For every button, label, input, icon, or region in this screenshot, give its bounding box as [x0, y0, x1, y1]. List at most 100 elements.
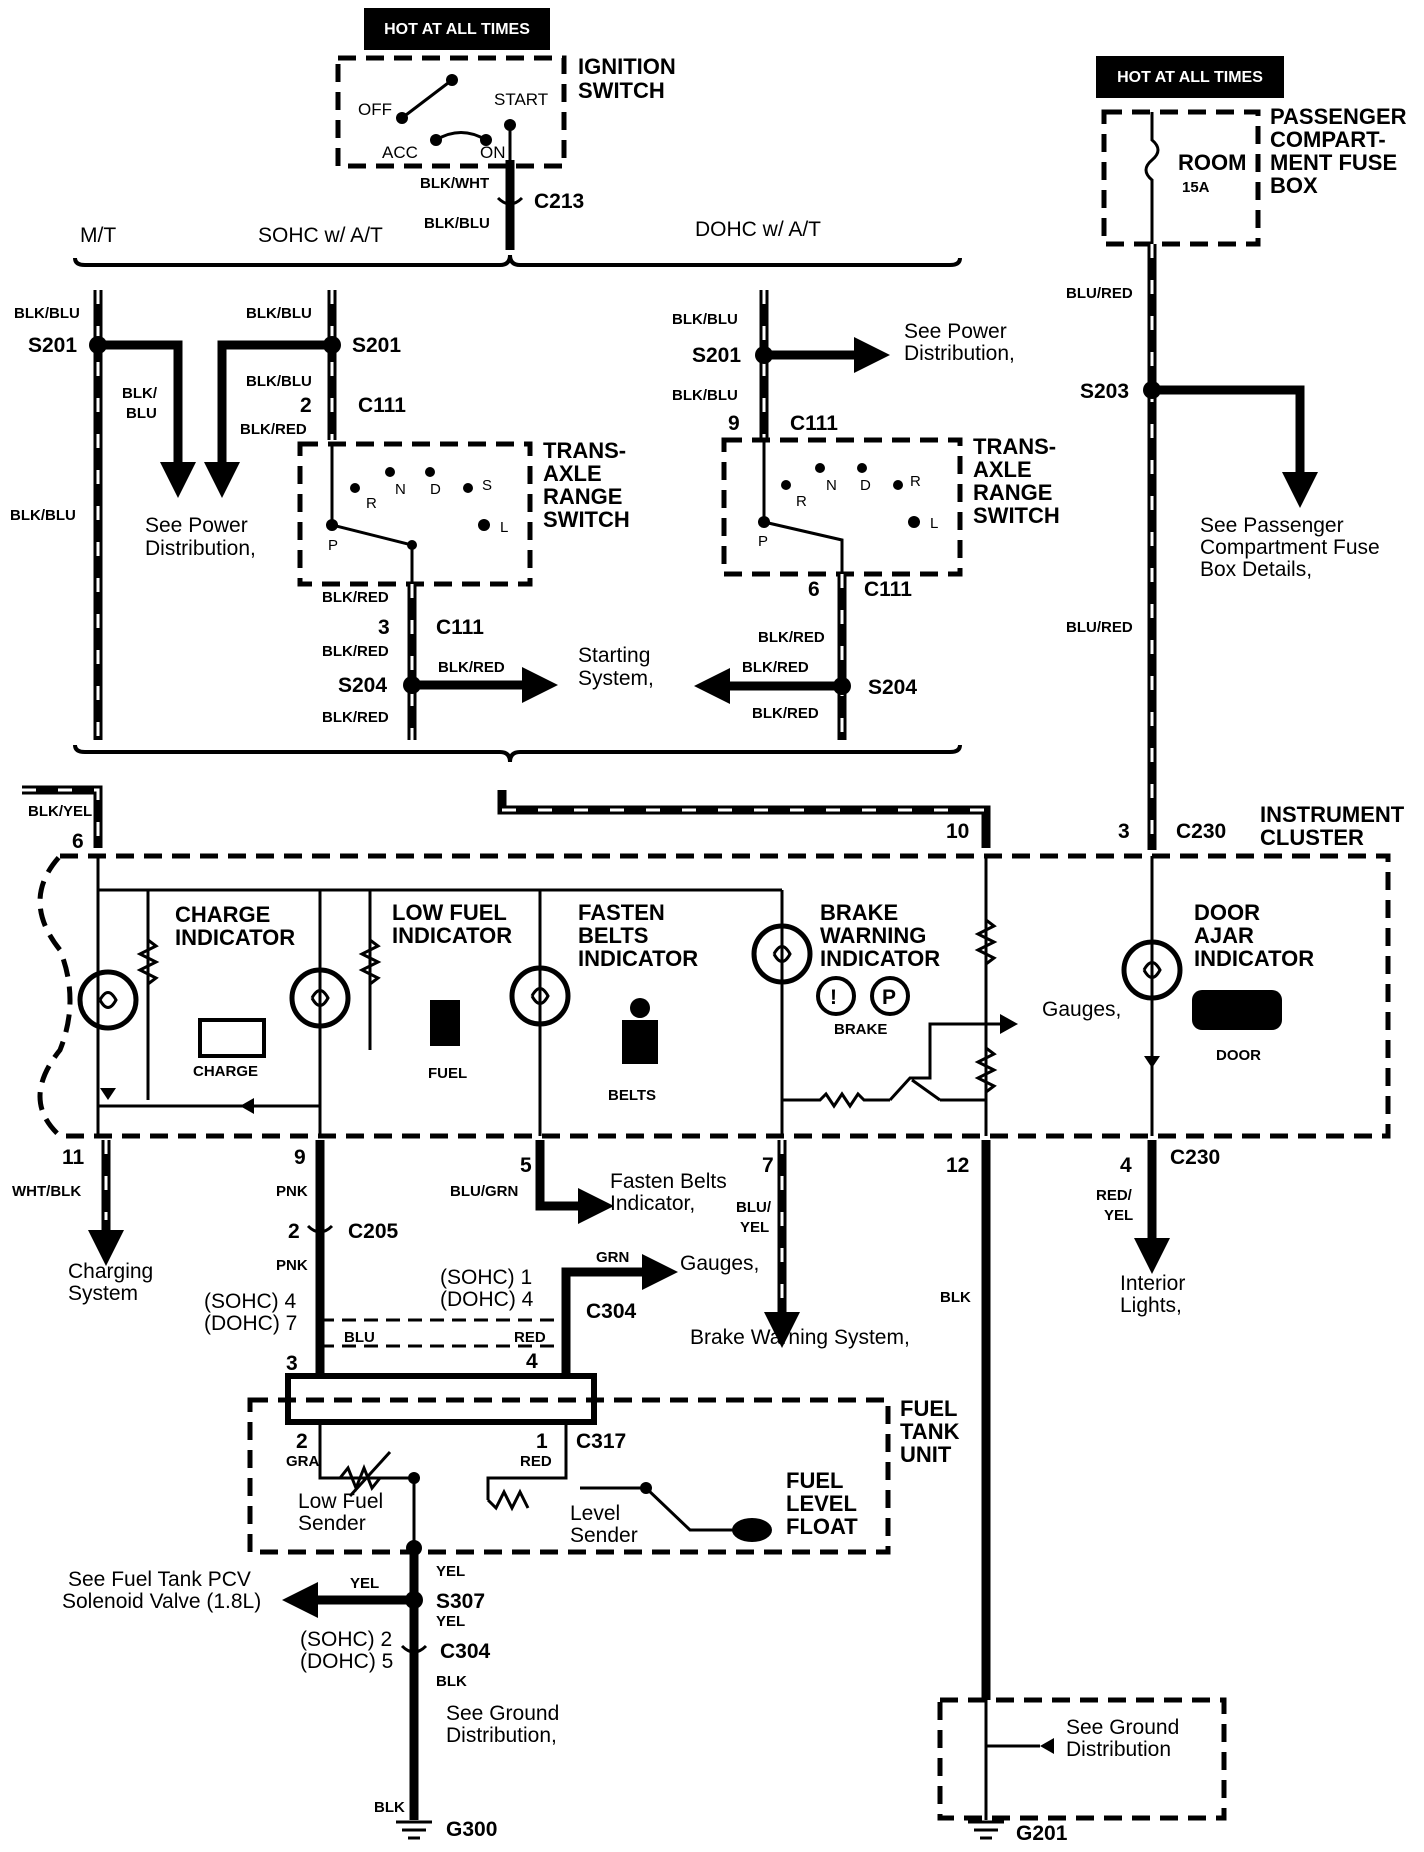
brake-filament — [772, 945, 792, 963]
link-diode — [240, 1098, 254, 1114]
variants-bracket: M/T SOHC w/ A/T DOHC w/ A/T — [73, 218, 962, 267]
sohc-pin-3: 3 — [378, 616, 390, 639]
dohc-splice-s204: S204 — [868, 676, 917, 699]
sohc-branch: BLK/BLU S201 BLK/BLU 2 C111 BLK/RED TRAN… — [204, 290, 654, 740]
float-pivot — [640, 1482, 652, 1494]
dohc-branch: BLK/BLU S201 See Power Distribution, BLK… — [672, 290, 1060, 740]
wire-red-yel-1: RED/ — [1096, 1187, 1133, 1204]
cluster-title-2: CLUSTER — [1260, 825, 1364, 850]
ground-g300: G300 — [446, 1818, 497, 1841]
connector-c213: C213 — [534, 190, 584, 213]
low-fuel-filament — [310, 989, 330, 1007]
sohc-pos-p: P — [328, 537, 338, 554]
instrument-cluster: CHARGE INDICATOR CHARGE LOW FUEL INDICAT… — [37, 853, 1391, 1177]
wire-pnk-1: PNK — [276, 1183, 308, 1200]
ground-see-2: Distribution, — [446, 1724, 557, 1747]
sohc-pos-l: L — [500, 519, 508, 536]
fuel-icon-label: FUEL — [428, 1065, 467, 1082]
brake-sym-2-icon — [870, 976, 910, 1016]
sohc-range-common — [407, 540, 417, 550]
wire-blu-yel-1: BLU/ — [736, 1199, 772, 1216]
wire-blk-cluster: BLK — [940, 1289, 971, 1306]
fuel-float-2: LEVEL — [786, 1491, 857, 1516]
cluster-pin-7: 7 — [762, 1154, 774, 1177]
interior-lights-2: Lights, — [1120, 1294, 1182, 1317]
dohc-c111-bottom: C111 — [864, 578, 912, 601]
fuel-pump-icon — [430, 1000, 460, 1046]
charge-resistor — [136, 938, 160, 986]
brake-bulb — [751, 923, 813, 985]
switch-off-label: OFF — [358, 100, 392, 119]
sohc-wire-s204-bottom: BLK/RED — [322, 709, 389, 726]
dohc-wire-mid: BLK/BLU — [672, 387, 738, 404]
fuel-tank-unit: FUEL TANK UNIT 2 1 C317 GRA RED Low Fuel… — [247, 1373, 960, 1555]
ground-see-1: See Ground — [446, 1702, 559, 1725]
variant-sohc-at: SOHC w/ A/T — [258, 224, 383, 247]
sohc-range-r — [350, 483, 360, 493]
dohc-range-title-3: RANGE — [973, 480, 1052, 505]
sohc-range-s — [463, 483, 473, 493]
transistor-emitter — [911, 1078, 941, 1102]
dohc-wire-top: BLK/BLU — [672, 311, 738, 328]
fuse-box-title-2: COMPART- — [1270, 127, 1386, 152]
low-fuel-sender-wire — [318, 1422, 414, 1480]
pin10-resistor-top — [974, 918, 998, 966]
charging-system-1: Charging — [68, 1260, 153, 1283]
door-indicator-2: AJAR — [1194, 923, 1254, 948]
fuel-float-3: FLOAT — [786, 1514, 858, 1539]
dohc-pos-d: D — [860, 477, 871, 494]
c205-symbol — [306, 1224, 334, 1234]
cluster-c230-top: C230 — [1176, 820, 1226, 843]
charge-indicator-1: CHARGE — [175, 902, 270, 927]
fasten-belts-1: Fasten Belts — [610, 1170, 727, 1193]
dohc-see-power-2: Distribution, — [904, 342, 1015, 365]
dohc-pos-n: N — [826, 477, 837, 494]
cluster-title-1: INSTRUMENT — [1260, 802, 1405, 827]
brake-sym-1: ! — [830, 986, 837, 1009]
pcv-2: Solenoid Valve (1.8L) — [62, 1590, 261, 1613]
starting-system-1: Starting — [578, 644, 650, 667]
low-fuel-sender-1: Low Fuel — [298, 1490, 383, 1513]
sohc-wire-out: BLK/RED — [322, 589, 389, 606]
dohc-pin-6: 6 — [808, 578, 820, 601]
belts-head-icon — [630, 998, 650, 1018]
dohc-pos-p: P — [758, 533, 768, 550]
brake-indicator-2: WARNING — [820, 923, 926, 948]
grn-wire — [561, 1254, 678, 1320]
brake-sym-1-icon — [816, 976, 856, 1016]
dohc-wire-left: BLK/RED — [742, 659, 809, 676]
sohc-splice-s204: S204 — [338, 674, 387, 697]
fuse-wire-blu-red: BLU/RED — [1066, 285, 1133, 302]
ground-splice-s307: S307 — [436, 1590, 485, 1613]
starting-system-2: System, — [578, 667, 654, 690]
sohc-pos-r: R — [366, 495, 377, 512]
sohc-range-title-4: SWITCH — [543, 507, 630, 532]
level-sender-wire — [486, 1422, 568, 1500]
dohc-wire-bottom: BLK/RED — [752, 705, 819, 722]
cluster-pin-6: 6 — [72, 830, 84, 853]
sohc-pin-2: 2 — [300, 394, 312, 417]
dohc-range-title-1: TRANS- — [973, 434, 1056, 459]
dohc-wire-out: BLK/RED — [758, 629, 825, 646]
sohc-wire-s204-right: BLK/RED — [438, 659, 505, 676]
mt-see-power-1: See Power — [145, 514, 248, 537]
low-fuel-bulb — [289, 967, 351, 1029]
fuse-see-3: Box Details, — [1200, 558, 1312, 581]
sohc-pos-s: S — [482, 477, 492, 494]
dohc-range-blade — [762, 440, 844, 574]
fuse-hot-badge — [1096, 56, 1284, 98]
ignition-switch: HOT AT ALL TIMES IGNITION SWITCH OFF STA… — [335, 8, 676, 250]
ground-connector-c304: C304 — [440, 1640, 491, 1663]
wire-blk-2: BLK — [374, 1799, 405, 1816]
belts-bulb — [509, 965, 571, 1027]
brake-indicator-1: BRAKE — [820, 900, 898, 925]
fuel-tank-outline — [247, 1397, 891, 1555]
mt-side-wire-2: BLU — [126, 405, 157, 422]
connector-c205: C205 — [348, 1220, 399, 1243]
wire-red: RED — [514, 1329, 546, 1346]
brake-indicator-3: INDICATOR — [820, 946, 940, 971]
dohc-range-r1 — [781, 480, 791, 490]
ignition-switch-box — [335, 55, 567, 169]
wire-red-yel-2: YEL — [1104, 1207, 1133, 1224]
